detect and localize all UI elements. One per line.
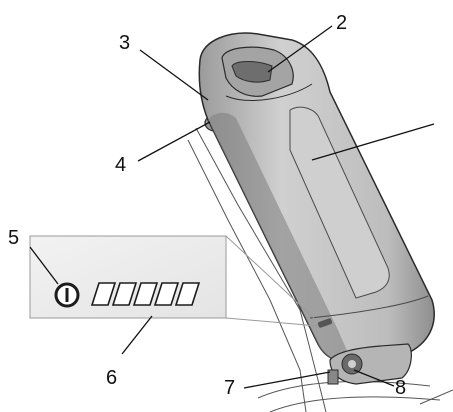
socket-cover (327, 369, 339, 385)
charging-socket (327, 343, 412, 385)
callout-2: 2 (336, 12, 348, 34)
power-icon (54, 282, 80, 308)
callout-6: 6 (106, 367, 118, 389)
charge-led-4 (153, 282, 180, 306)
battery-charge-indicator-leds (90, 282, 201, 306)
callout-leader-lines (29, 25, 435, 389)
charge-led-5 (174, 282, 201, 306)
callout-4: 4 (115, 154, 127, 176)
callout-5: 5 (8, 227, 20, 249)
battery-pack (198, 32, 435, 364)
charge-led-3 (132, 282, 159, 306)
callout-8: 8 (395, 377, 407, 399)
callout-7: 7 (224, 377, 236, 399)
callout-3: 3 (119, 32, 131, 54)
charge-led-2 (111, 282, 138, 306)
charge-led-1 (90, 282, 117, 306)
control-panel-closeup (29, 235, 319, 327)
